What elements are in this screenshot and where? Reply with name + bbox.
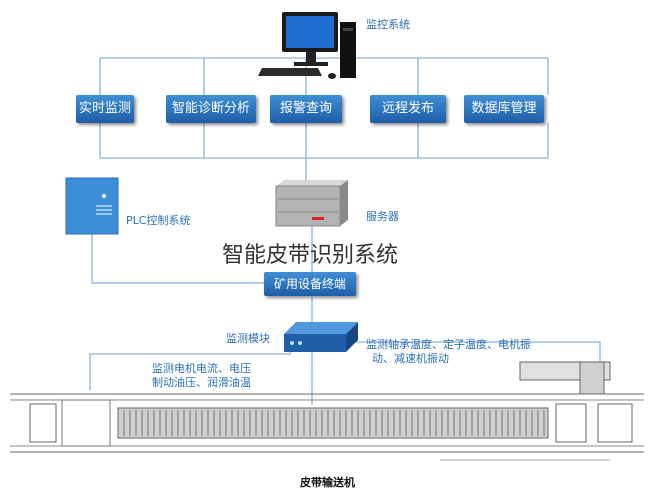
monitoring-module-icon — [284, 322, 358, 352]
computer-icon — [258, 12, 356, 79]
monitor-left-line2: 制动油压、润滑油温 — [152, 376, 251, 389]
connector-lines — [89, 57, 601, 405]
monitor-left-text: 监测电机电流、电压 制动油压、润滑油温 — [152, 362, 251, 390]
conveyor-label: 皮带输送机 — [300, 476, 355, 489]
remote-publish-button[interactable]: 远程发布 — [370, 95, 446, 123]
monitor-right-line2: 动、减速机振动 — [372, 352, 449, 365]
alarm-query-button[interactable]: 报警查询 — [270, 95, 342, 123]
mine-terminal-button[interactable]: 矿用设备终端 — [264, 272, 356, 296]
realtime-monitor-button[interactable]: 实时监测 — [76, 95, 134, 123]
monitor-right-line1: 监测轴承温度、定子温度、电机振 — [366, 338, 531, 351]
monitor-right-text: 监测轴承温度、定子温度、电机振 动、减速机振动 — [366, 338, 531, 366]
main-title: 智能皮带识别系统 — [222, 243, 399, 268]
monitoring-module-label: 监测模块 — [226, 332, 270, 345]
monitor-left-line1: 监测电机电流、电压 — [152, 362, 251, 375]
plc-cabinet-icon — [65, 177, 119, 235]
server-label: 服务器 — [366, 210, 399, 223]
database-manage-button[interactable]: 数据库管理 — [464, 95, 544, 123]
server-icon — [275, 180, 348, 227]
belt-conveyor-drawing — [10, 361, 644, 461]
smart-diagnosis-button[interactable]: 智能诊断分析 — [166, 95, 256, 123]
monitoring-system-label: 监控系统 — [366, 18, 410, 31]
plc-label: PLC控制系统 — [126, 214, 191, 227]
